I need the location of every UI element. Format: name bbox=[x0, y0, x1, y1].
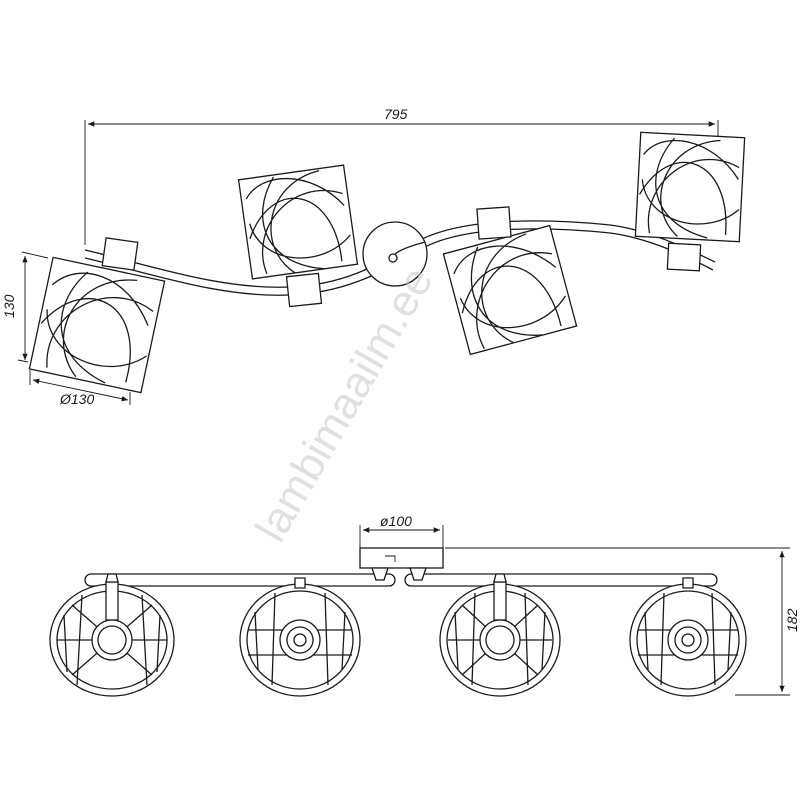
shade-1-front bbox=[49, 573, 175, 697]
shade-height-label: 130 bbox=[1, 294, 17, 318]
socket-3 bbox=[476, 206, 512, 240]
shade-2-top bbox=[237, 164, 359, 280]
shade-1-top bbox=[28, 256, 166, 394]
socket-2 bbox=[285, 272, 323, 308]
shade-4-front bbox=[629, 577, 747, 697]
shade-1-dim: 130 Ø130 bbox=[1, 251, 131, 407]
dimension-canopy-diameter: ø100 bbox=[359, 513, 444, 548]
shade-diameter-label: Ø130 bbox=[59, 391, 94, 407]
canopy-front bbox=[359, 547, 444, 569]
dimension-total-length: 795 bbox=[84, 106, 719, 245]
top-view: 795 130 Ø130 bbox=[1, 106, 746, 407]
total-length-label: 795 bbox=[384, 106, 408, 122]
watermark: lambimaailm.ee bbox=[246, 259, 442, 550]
socket-1 bbox=[101, 237, 139, 271]
socket-4 bbox=[666, 242, 702, 272]
arm-right bbox=[404, 573, 718, 587]
total-height-label: 182 bbox=[784, 608, 800, 632]
shade-3-top bbox=[442, 224, 578, 356]
front-view: ø100 182 bbox=[49, 513, 800, 697]
shade-4-top bbox=[634, 131, 746, 243]
shade-2-front bbox=[239, 577, 361, 697]
dimension-total-height: 182 bbox=[445, 547, 800, 696]
shade-3-front bbox=[439, 573, 561, 697]
arm-left bbox=[84, 573, 396, 587]
canopy-diameter-label: ø100 bbox=[380, 513, 412, 529]
